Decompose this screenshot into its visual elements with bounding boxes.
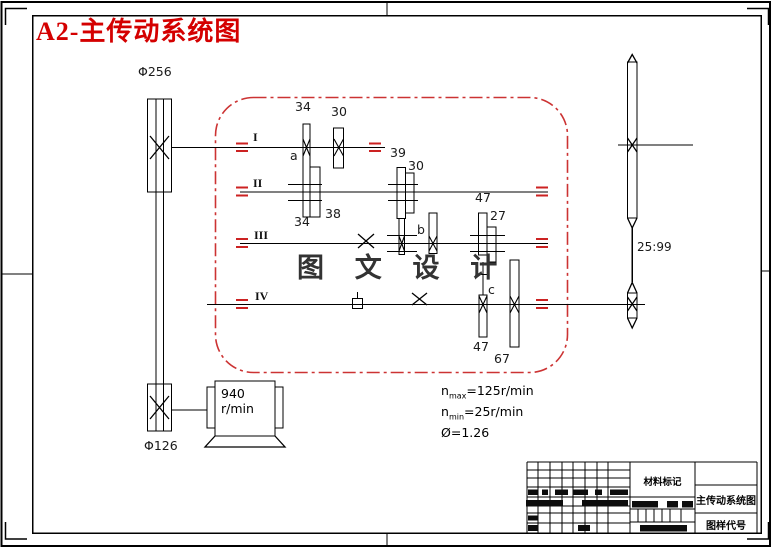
- centering-marks: [2, 3, 770, 546]
- watermark-text: 图 文 设 计: [297, 253, 510, 283]
- gear-label-a: a: [290, 148, 298, 163]
- speed-specs: nmax=125r/min nmin=25r/min Ø=1.26: [441, 383, 534, 441]
- inner-frame: [31, 14, 762, 534]
- shaft4-square-symbol: [351, 297, 364, 310]
- gear-label-30-top: 30: [331, 104, 347, 119]
- motor-speed-value: 940: [221, 386, 245, 401]
- gear-rect-39: [396, 166, 407, 220]
- top-pulley-label: Φ256: [138, 64, 172, 79]
- title-block-grid: [526, 461, 758, 534]
- shaft-4-label: IV: [255, 289, 269, 303]
- gear-rect-30-top: [332, 127, 345, 169]
- gear-rect-38: [309, 166, 321, 218]
- gear-label-39: 39: [390, 145, 406, 160]
- gear-rect-47-top: [477, 212, 488, 256]
- bevel-ratio-label: 25:99: [637, 240, 672, 254]
- gear-rect-b: [428, 212, 438, 255]
- top-pulley: [146, 98, 173, 193]
- gear-group-connector: [479, 262, 487, 295]
- shaft-symbols: [351, 233, 428, 310]
- gear-label-47-top: 47: [475, 190, 491, 205]
- title-block-material-mark: 材料标记: [643, 477, 682, 488]
- gear-x-marks: [302, 138, 520, 314]
- gear-label-67: 67: [494, 351, 510, 366]
- shaft4-x-symbol: [411, 292, 428, 306]
- gear-label-27: 27: [490, 208, 506, 223]
- title-block-drawing-code: 图样代号: [706, 521, 746, 532]
- spindle-x-lower: [626, 296, 638, 312]
- gearbox-boundary-red-dashdot: [214, 96, 569, 374]
- bearing-marks-red: [236, 142, 548, 309]
- spec-phi: Ø=1.26: [441, 425, 490, 440]
- gear-rect-27: [486, 226, 497, 263]
- shaft-2-label: II: [253, 176, 263, 190]
- shaft-1-label: I: [253, 130, 258, 144]
- motor-speed-label: 940 r/min: [221, 386, 254, 416]
- bottom-pulley-label: Φ126: [144, 438, 178, 453]
- spindle-lower-body: [626, 292, 638, 319]
- gear-label-34-top: 34: [295, 99, 311, 114]
- title-block-redacted-text-bars: [526, 489, 693, 532]
- gear-label-47-bot: 47: [473, 339, 489, 354]
- bevel-spindle: [626, 53, 638, 330]
- spindle-upper-body: [626, 61, 638, 219]
- motor-base: [203, 435, 287, 448]
- motor-symbol: [203, 380, 287, 448]
- spec-nmin: nmin=25r/min: [441, 404, 524, 422]
- gear-label-c: c: [488, 282, 495, 297]
- belt-lines: [155, 99, 165, 431]
- sliding-group-ticks: [288, 183, 505, 253]
- gear-label-30-mid: 30: [408, 158, 424, 173]
- bottom-pulley-x-mark: [149, 395, 170, 420]
- gear-label-b: b: [417, 222, 425, 237]
- top-pulley-x-mark: [149, 135, 170, 160]
- gear-label-34-bot: 34: [294, 214, 310, 229]
- sheet-title: A2-主传动系统图: [36, 17, 242, 46]
- shaft3-x-symbol: [357, 233, 375, 249]
- shaft-3-label: III: [254, 228, 269, 242]
- belt-drive: [146, 98, 207, 432]
- motor-flange-right: [274, 386, 284, 429]
- gear-rect-34-top: [302, 123, 311, 218]
- gear-rects: [302, 123, 520, 348]
- bottom-pulley: [146, 383, 173, 432]
- gear-rect-30-mid: [404, 172, 415, 214]
- motor-flange-left: [206, 386, 216, 429]
- motor-speed-unit: r/min: [221, 401, 254, 416]
- gear-rect-67: [509, 259, 520, 348]
- spindle-x-upper: [626, 137, 638, 153]
- gear-label-38: 38: [325, 206, 341, 221]
- title-block-drawing-title: 主传动系统图: [696, 496, 756, 507]
- spindle-lower-tips: [626, 280, 638, 330]
- corner-trim-marks: [4, 7, 770, 540]
- spec-nmax: nmax=125r/min: [441, 383, 534, 401]
- gear-rect-47-bot: [478, 294, 488, 338]
